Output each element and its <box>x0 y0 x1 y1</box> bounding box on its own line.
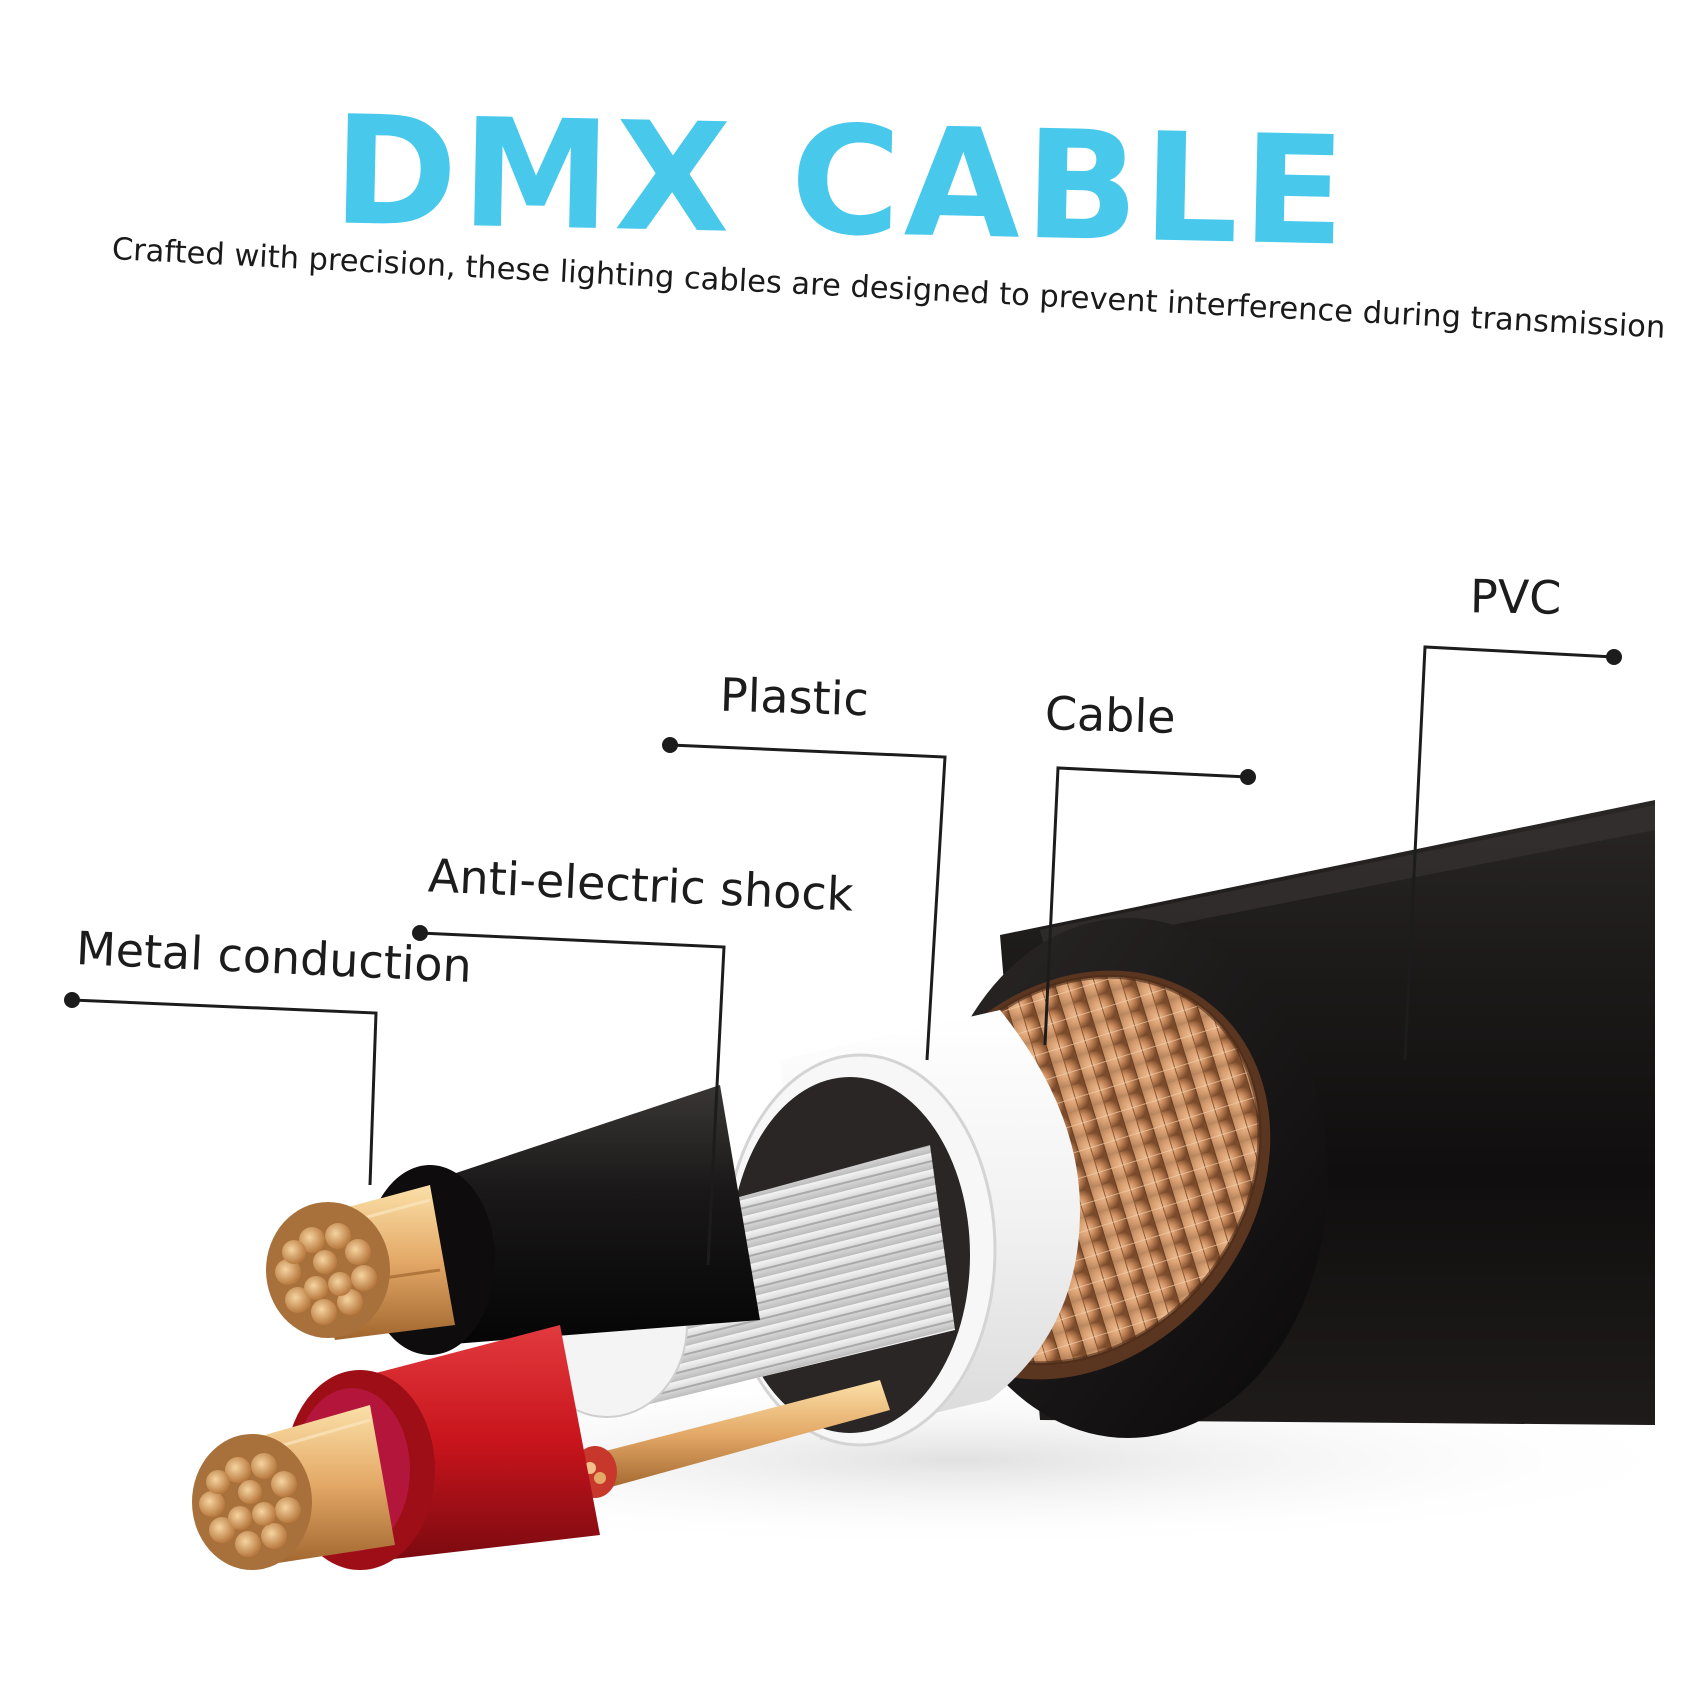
label-cable: Cable <box>1044 685 1177 745</box>
leader-anti <box>419 931 726 1266</box>
dot-plastic <box>662 737 678 753</box>
leader-cable <box>1043 766 1249 1046</box>
label-pvc: PVC <box>1469 569 1562 625</box>
dot-anti <box>412 925 428 941</box>
leader-dots <box>64 649 1622 1008</box>
leader-lines <box>71 645 1615 1266</box>
dot-metal <box>64 992 80 1008</box>
black-conductor-strands <box>266 1202 390 1338</box>
dot-pvc <box>1606 649 1622 665</box>
dot-cable <box>1240 769 1256 785</box>
leader-metal <box>71 998 378 1186</box>
leader-pvc <box>1403 645 1615 1061</box>
label-plastic: Plastic <box>719 667 870 727</box>
leader-plastic <box>669 743 947 1061</box>
red-conductor-strands <box>192 1434 312 1570</box>
